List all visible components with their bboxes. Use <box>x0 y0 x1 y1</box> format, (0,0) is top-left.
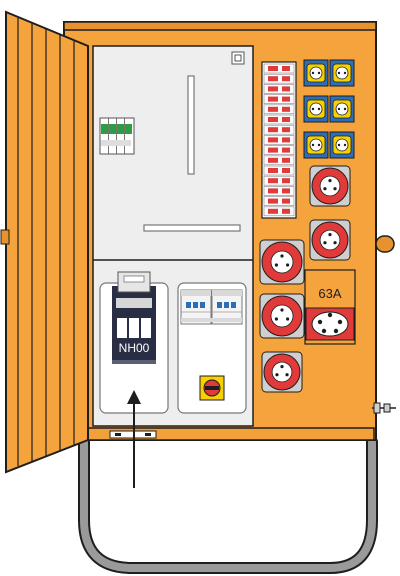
arrow-up-icon <box>127 390 141 488</box>
schuko-socket-icon <box>329 95 355 123</box>
schuko-socket-icon <box>329 59 355 87</box>
mcb-breaker <box>263 186 295 196</box>
rcd-breakers <box>180 289 243 325</box>
63a-label: 63A <box>318 286 341 301</box>
meter-slot <box>187 75 195 175</box>
support-frame <box>78 436 378 574</box>
mcb-breaker <box>263 84 295 94</box>
surge-protector <box>99 117 135 155</box>
mcb-breaker <box>263 206 295 217</box>
mcb-breaker <box>263 196 295 206</box>
schuko-socket-icon <box>303 131 329 159</box>
door-hinge-top <box>0 229 10 245</box>
mcb-breaker <box>263 114 295 125</box>
mcb-breaker <box>263 94 295 104</box>
cee-socket-icon <box>309 219 351 261</box>
mcb-breaker <box>263 135 295 145</box>
rotary-switch-icon <box>199 375 225 401</box>
mcb-breaker <box>263 104 295 115</box>
nh-fuse-holder: NH00 <box>112 271 156 364</box>
mcb-breaker <box>263 63 295 74</box>
cover-slot <box>143 224 241 232</box>
ground-bolt <box>372 402 396 414</box>
cee-socket-group <box>259 165 351 393</box>
side-handle <box>375 235 395 253</box>
schuko-socket-icon <box>329 131 355 159</box>
schuko-socket-icon <box>303 95 329 123</box>
breaker-rail <box>261 61 297 219</box>
schuko-socket-group <box>303 59 355 159</box>
cee-socket-icon <box>309 165 351 207</box>
cee-socket-icon <box>259 293 305 339</box>
cee-63a-unit: 63A <box>304 269 356 345</box>
mcb-breaker <box>263 155 295 166</box>
mcb-breaker <box>263 124 295 135</box>
mcb-breaker <box>263 165 295 176</box>
cee-socket-icon <box>259 239 305 285</box>
mcb-breaker <box>263 73 295 84</box>
schuko-socket-icon <box>303 59 329 87</box>
open-door <box>0 10 89 474</box>
mcb-breaker <box>263 145 295 155</box>
mcb-breaker <box>263 175 295 186</box>
nh00-label: NH00 <box>119 341 150 355</box>
cee-socket-icon <box>261 351 303 393</box>
